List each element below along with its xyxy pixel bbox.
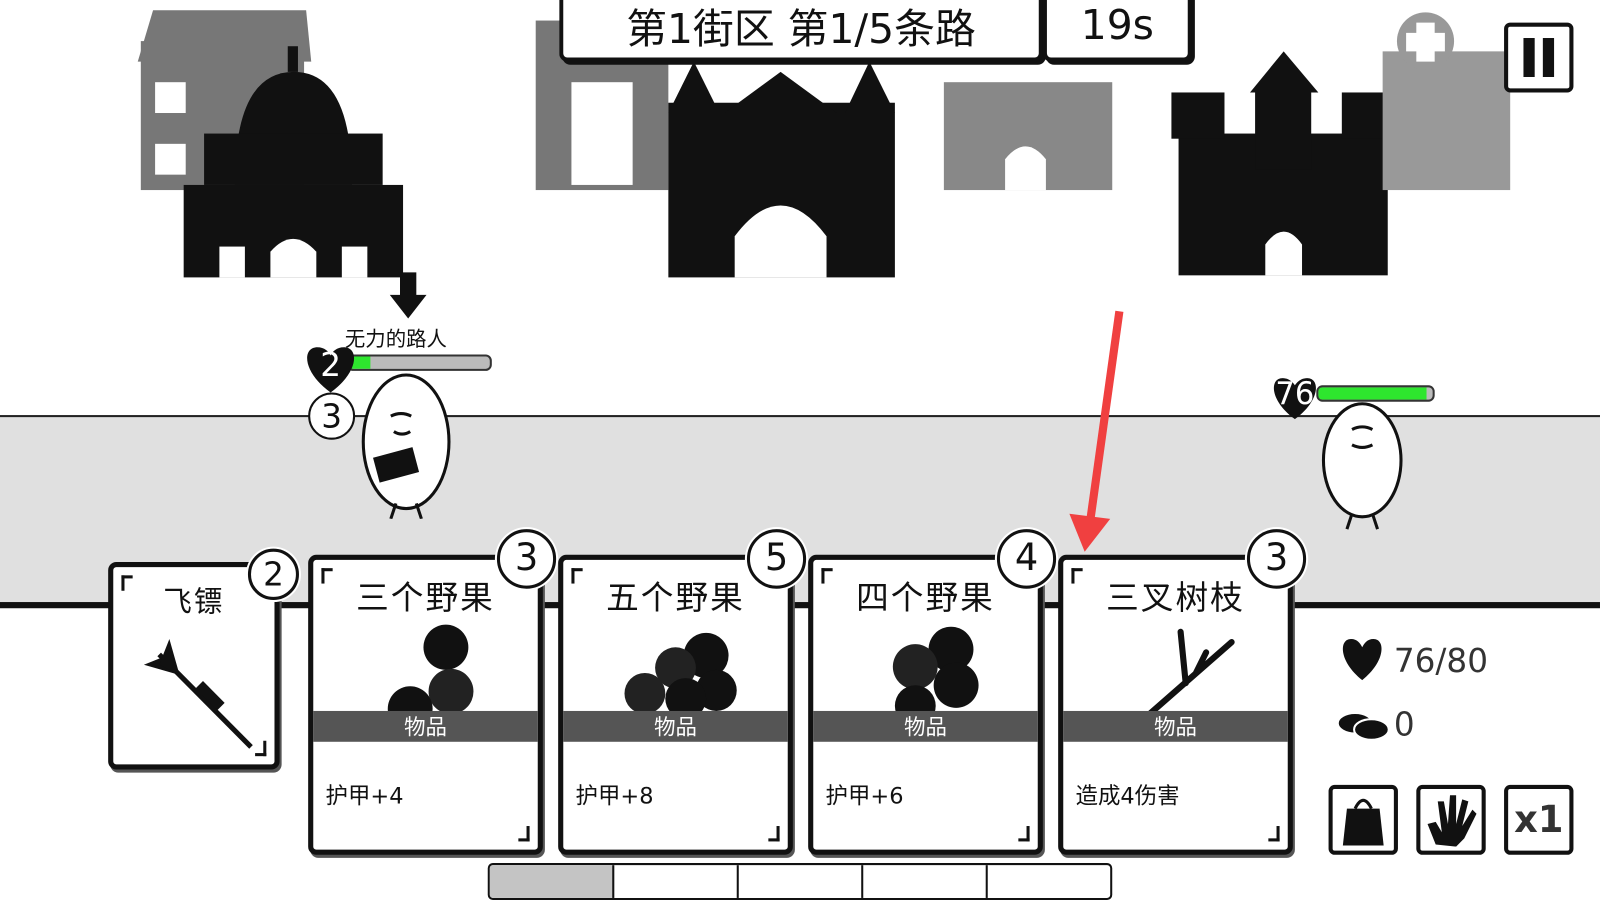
hand-button[interactable]	[1416, 784, 1486, 855]
pause-icon	[1523, 38, 1555, 78]
coins-text: 0	[1393, 704, 1415, 744]
card-cost: 5	[746, 529, 807, 589]
enemy-hp-bar	[346, 354, 492, 371]
card-name: 三叉树枝	[1106, 578, 1245, 618]
route-segment	[614, 865, 739, 898]
card-type: 物品	[313, 710, 538, 742]
coins-icon	[1336, 711, 1390, 741]
player-character	[1321, 402, 1403, 530]
hand-icon	[1427, 795, 1477, 847]
card-cost: 3	[1246, 529, 1307, 589]
turn-timer: 19s	[1042, 0, 1192, 62]
pause-button[interactable]	[1504, 22, 1574, 93]
card-cost: 2	[247, 548, 299, 601]
health-text: 76/80	[1393, 641, 1488, 681]
route-segment	[489, 865, 615, 898]
player-hp: 76	[1275, 376, 1315, 412]
castle-gate-icon	[668, 61, 895, 278]
speed-button[interactable]: x1	[1504, 784, 1574, 855]
route-segment	[863, 865, 988, 898]
target-arrow-icon	[389, 272, 427, 319]
shopping-bag-icon	[1342, 798, 1384, 846]
card-three-berries[interactable]: 三个野果 3 物品 护甲+4	[308, 529, 557, 855]
dart-icon	[143, 639, 253, 749]
enemy-name: 无力的路人	[344, 326, 447, 352]
timer-text: 19s	[1080, 2, 1154, 50]
route-segment	[988, 865, 1110, 898]
shop-button[interactable]	[1328, 784, 1398, 855]
card-dart[interactable]: 飞镖 2	[108, 548, 299, 770]
berries-icon	[892, 626, 979, 722]
card-effect: 护甲+8	[575, 783, 654, 810]
card-trident-branch[interactable]: 三叉树枝 3 物品 造成4伤害	[1058, 529, 1307, 855]
enemy-intent-badge: 3	[308, 392, 356, 440]
card-type: 物品	[813, 710, 1038, 742]
card-type: 物品	[1063, 710, 1288, 742]
card-type: 物品	[563, 710, 788, 742]
location-text: 第1街区 第1/5条路	[626, 6, 976, 54]
route-segment	[739, 865, 864, 898]
location-banner: 第1街区 第1/5条路	[559, 0, 1043, 62]
city-skyline	[137, 10, 1511, 278]
enemy-hp: 2	[320, 345, 341, 385]
card-cost: 3	[496, 529, 557, 589]
card-cost: 4	[996, 529, 1057, 589]
health-icon	[1342, 639, 1382, 681]
card-name: 四个野果	[856, 578, 995, 618]
card-name: 三个野果	[356, 578, 495, 618]
berries-icon	[387, 624, 474, 725]
hospital-icon	[1382, 51, 1511, 191]
card-effect: 造成4伤害	[1075, 783, 1180, 810]
enemy-character[interactable]	[355, 370, 457, 519]
berries-icon	[624, 632, 737, 720]
player-hp-bar	[1316, 385, 1435, 402]
card-five-berries[interactable]: 五个野果 5 物品 护甲+8	[558, 529, 807, 855]
enemy-heart-icon	[307, 347, 355, 393]
card-four-berries[interactable]: 四个野果 4 物品 护甲+6	[808, 529, 1057, 855]
card-name: 飞镖	[163, 584, 225, 619]
card-effect: 护甲+6	[825, 783, 904, 810]
route-progress	[487, 863, 1113, 900]
tutorial-arrow	[1069, 310, 1124, 552]
card-name: 五个野果	[606, 578, 745, 618]
player-heart-icon	[1273, 378, 1316, 420]
card-effect: 护甲+4	[325, 783, 404, 810]
